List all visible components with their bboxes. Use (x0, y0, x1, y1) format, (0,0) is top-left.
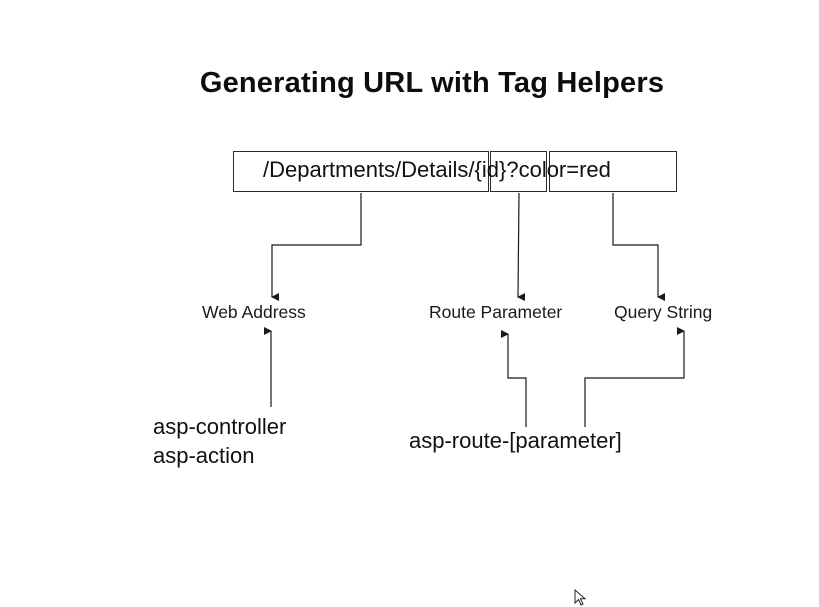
url-segment-id-box (490, 151, 547, 192)
url-segment-query-box (549, 151, 677, 192)
label-query-string: Query String (614, 302, 713, 322)
arrow-path-to-web-address (271, 193, 362, 301)
diagram-title: Generating URL with Tag Helpers (199, 67, 665, 99)
mouse-cursor-icon (574, 589, 587, 606)
label-asp-route: asp-route-[parameter] (409, 428, 622, 453)
arrow-id-to-route-parameter (517, 192, 526, 302)
arrow-route-to-query-string (584, 327, 685, 427)
arrow-query-to-query-string (612, 193, 665, 301)
label-asp-controller: asp-controller (153, 414, 287, 439)
label-web-address: Web Address (202, 302, 306, 322)
url-segment-path-box (233, 151, 489, 192)
label-asp-action: asp-action (153, 443, 255, 468)
label-route-parameter: Route Parameter (429, 302, 563, 322)
arrow-route-to-route-parameter (501, 330, 527, 427)
url-text: /Departments/Details/{id}?color=red (263, 157, 611, 182)
